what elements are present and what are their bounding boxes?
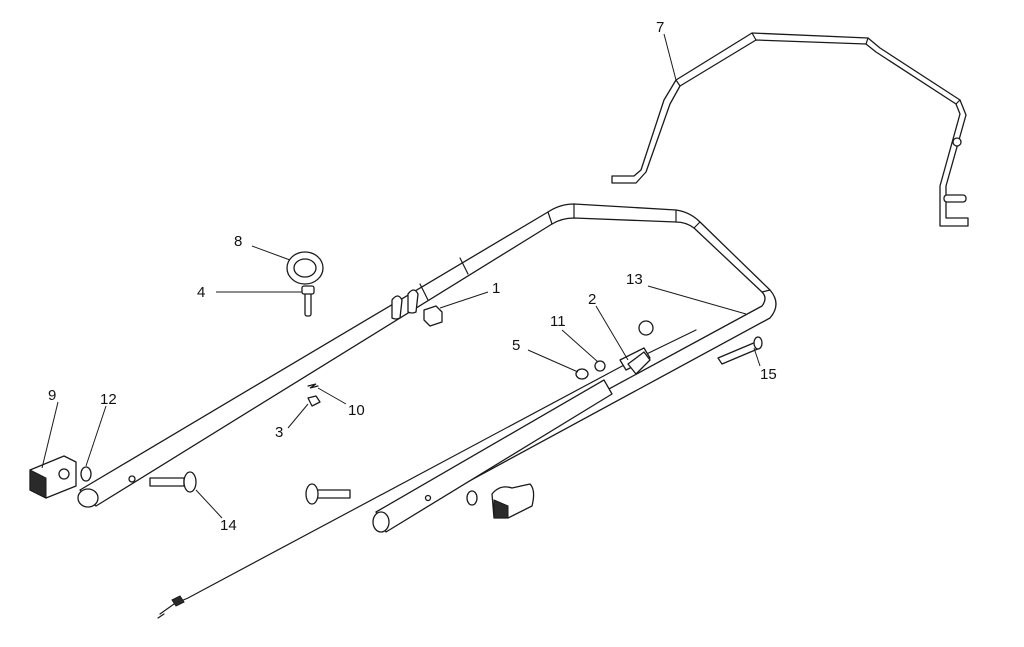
callout-8: 7 — [656, 19, 664, 36]
callout-14: 14 — [220, 517, 237, 534]
nut-1 — [424, 306, 442, 326]
bolt-4 — [302, 286, 314, 316]
nut-5 — [576, 369, 588, 379]
callout-10: 10 — [348, 402, 365, 419]
spring-10 — [308, 384, 318, 388]
carriage-bolts — [150, 472, 350, 504]
callout-15: 15 — [760, 366, 777, 383]
callout-2: 2 — [588, 291, 596, 308]
screw-3 — [308, 396, 320, 406]
leader-lines — [42, 34, 760, 518]
control-cable — [158, 330, 696, 618]
lever-2 — [628, 321, 653, 374]
washer-lower — [467, 491, 477, 505]
washer-12 — [81, 467, 91, 481]
callout-7: 9 — [48, 387, 56, 404]
callout-3: 3 — [275, 424, 283, 441]
main-handle — [78, 204, 776, 524]
callout-9: 8 — [234, 233, 242, 250]
callout-13: 13 — [626, 271, 643, 288]
hand-grip — [492, 484, 534, 518]
callout-1: 1 — [492, 280, 500, 297]
bracket — [30, 456, 76, 498]
callout-4: 4 — [197, 284, 205, 301]
lower-tube — [373, 380, 612, 532]
nut-11 — [595, 361, 605, 371]
knob-ring — [287, 252, 323, 284]
bail-bar — [612, 33, 968, 226]
callout-11: 11 — [550, 313, 566, 330]
callout-5: 5 — [512, 337, 520, 354]
callout-12: 12 — [100, 391, 117, 408]
